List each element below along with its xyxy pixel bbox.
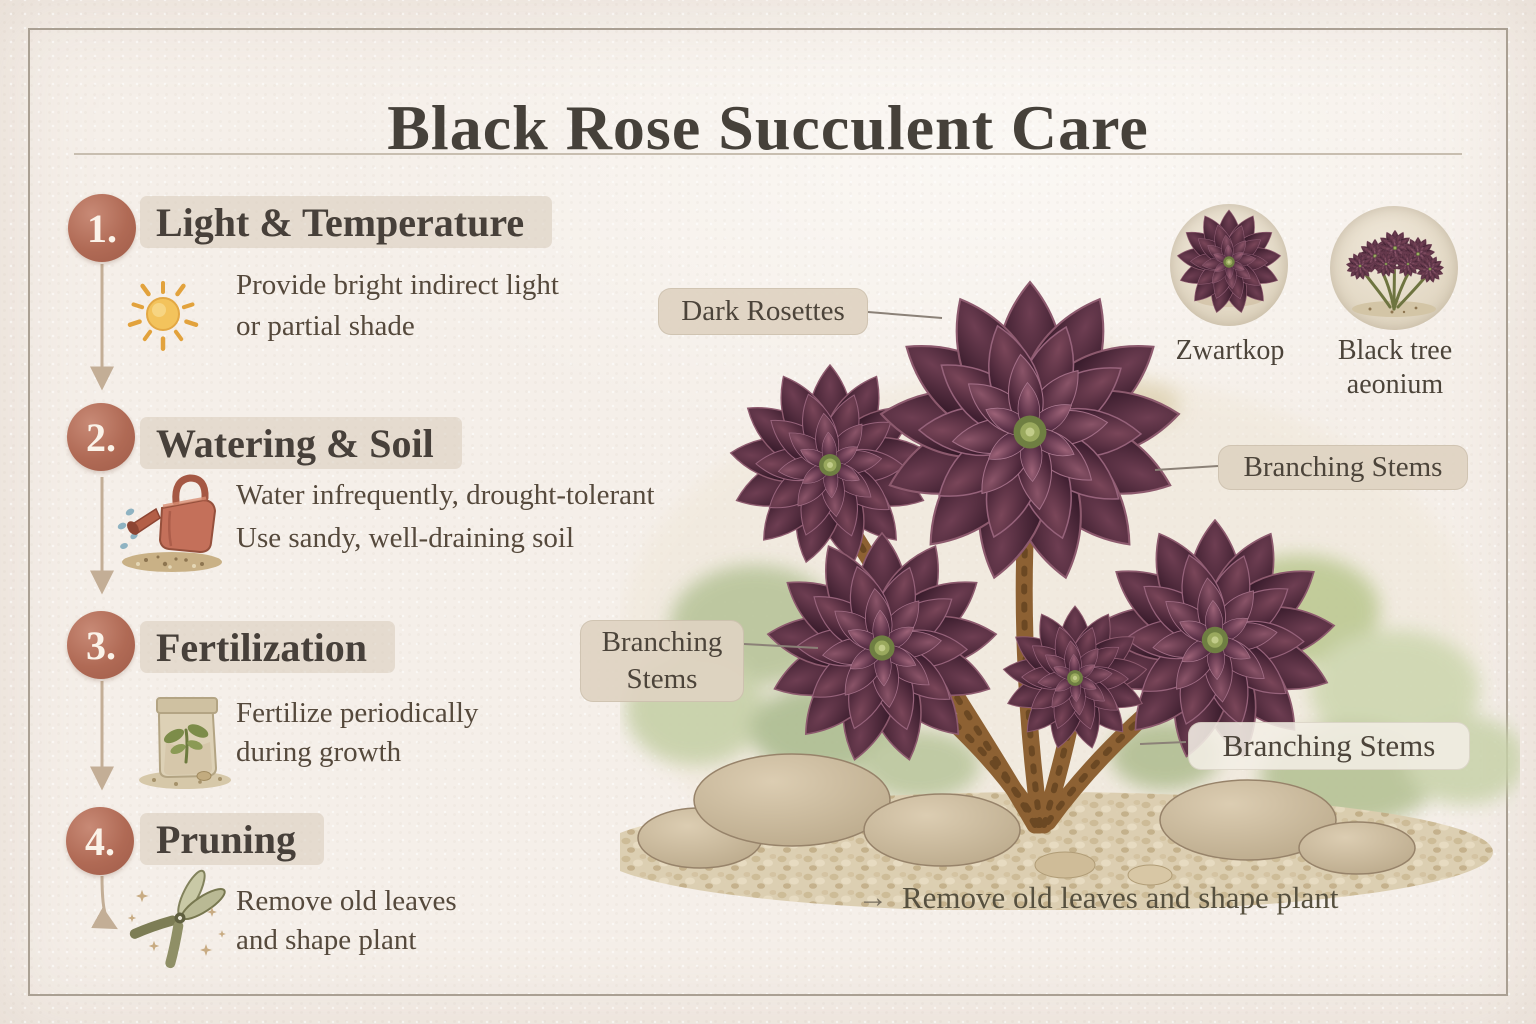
timeline-connector: [90, 264, 118, 930]
black-tree-aeonium-icon: [1345, 229, 1445, 317]
label-branching-stems-left: Branching Stems: [580, 620, 744, 702]
step-number-badge: 2.: [67, 403, 135, 471]
sun-icon: [120, 281, 206, 356]
step-description: Fertilize periodically during growth: [236, 694, 478, 772]
rosette-illustration: [727, 364, 933, 569]
step-heading: Watering & Soil: [140, 417, 462, 469]
inset-label-zwartkop: Zwartkop: [1175, 335, 1285, 366]
page-title: Black Rose Succulent Care: [387, 91, 1149, 163]
rosette-illustration: [764, 532, 1000, 767]
step-number-badge: 1.: [68, 194, 136, 262]
pruning-annotation: → Remove old leaves and shape plant: [858, 880, 1338, 916]
step-description: Provide bright indirect light or partial…: [236, 265, 559, 347]
fertilizer-bag-icon: [139, 697, 231, 789]
zwartkop-rosette-icon: [1175, 209, 1283, 316]
step-description-line: or partial shade: [236, 310, 415, 342]
step-heading: Pruning: [140, 813, 325, 865]
rocks: [637, 753, 1416, 886]
pruning-shears-icon: [127, 869, 226, 969]
label-branching-stems-top: Branching Stems: [1218, 445, 1468, 490]
inset-black-tree-aeonium: [1330, 206, 1458, 330]
step-description-line: Fertilize periodically: [236, 697, 479, 729]
inset-label-black-tree-aeonium: Black tree aeonium: [1337, 335, 1453, 400]
title-divider: [74, 153, 1462, 155]
step-description-line: during growth: [236, 736, 402, 768]
label-leader-lines: [743, 311, 1219, 745]
step-description: Remove old leaves and shape plant: [236, 882, 457, 960]
step-heading: Light & Temperature: [140, 196, 553, 248]
watering-can-icon: [117, 474, 222, 572]
pruning-annotation-text: Remove old leaves and shape plant: [902, 880, 1339, 915]
step-description-line: Provide bright indirect light: [236, 269, 559, 301]
step-description-line: Use sandy, well-draining soil: [236, 522, 575, 554]
label-branching-stems-bottom: Branching Stems: [1188, 722, 1470, 770]
step-description-line: and shape plant: [236, 924, 417, 956]
inset-zwartkop: [1170, 204, 1288, 326]
step-number-badge: 4.: [66, 807, 134, 875]
step-number-badge: 3.: [67, 611, 135, 679]
rosette-illustration: [1001, 605, 1149, 753]
rosette-illustration: [1091, 519, 1339, 764]
step-description: Water infrequently, drought-tolerant Use…: [236, 474, 655, 560]
right-arrow-icon: →: [858, 881, 888, 914]
step-description-line: Remove old leaves: [236, 885, 457, 917]
step-heading: Fertilization: [140, 621, 396, 673]
rosette-illustration: [876, 280, 1184, 587]
step-description-line: Water infrequently, drought-tolerant: [236, 479, 655, 511]
succulent-illustration: [620, 280, 1520, 910]
label-dark-rosettes: Dark Rosettes: [658, 288, 868, 335]
